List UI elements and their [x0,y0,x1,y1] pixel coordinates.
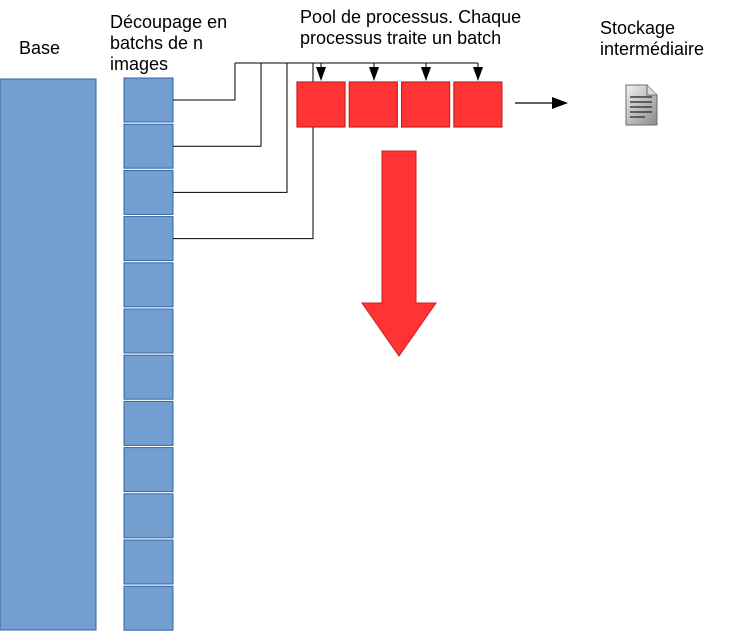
batch-block [123,262,174,308]
process-input-arrowhead [421,67,431,81]
batches-column [123,77,174,631]
base-block [0,78,97,631]
process-block [348,81,398,128]
pool-label: Pool de processus. Chaque processus trai… [300,7,522,48]
batch-block [123,77,174,123]
batch-block [123,354,174,400]
big-down-arrow [361,150,437,357]
process-block [453,81,503,128]
batch-block [123,400,174,446]
storage-label: Stockage intermédiaire [600,18,705,59]
output-arrow-head [552,97,568,109]
batch-block [123,216,174,262]
base-label: Base [19,38,61,58]
process-input-arrows [316,67,483,81]
process-block [401,81,451,128]
process-input-arrowhead [369,67,379,81]
batch-block [123,169,174,215]
batch-block [123,308,174,354]
batch-connector [173,63,262,147]
process-input-arrowhead [473,67,483,81]
batch-connector [173,63,288,193]
process-input-arrowhead [316,67,326,81]
batch-connector [173,63,314,240]
process-pool [296,81,503,128]
batch-block [123,493,174,539]
batching-label: Découpage en batchs de n images [110,12,228,74]
batch-block [123,585,174,631]
batch-block [123,539,174,585]
batch-block [123,447,174,493]
batch-block [123,123,174,169]
process-block [296,81,346,128]
batch-connector [173,63,236,101]
document-icon [625,84,658,126]
